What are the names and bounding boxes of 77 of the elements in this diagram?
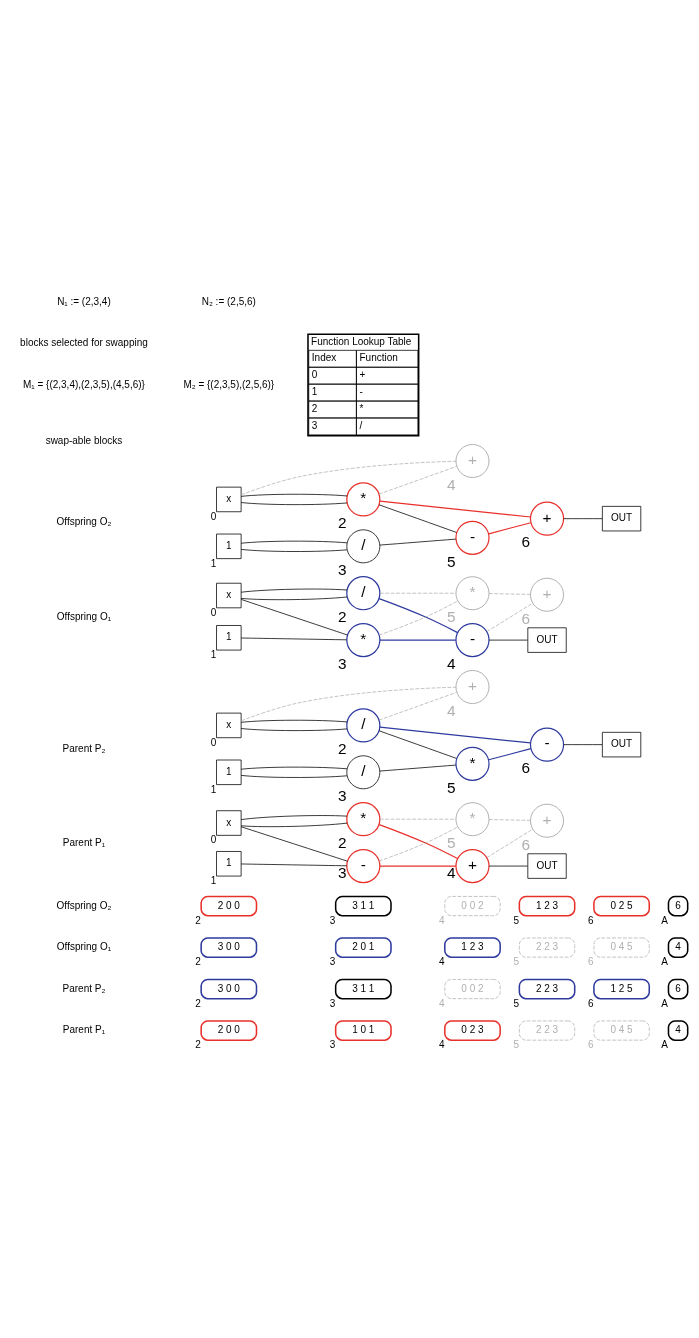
node-label: 6 bbox=[588, 1038, 594, 1050]
label: Offspring O₁ bbox=[56, 610, 112, 622]
node-label: 0 bbox=[210, 736, 217, 748]
node-label: 6 bbox=[521, 835, 531, 853]
label: M₂ = {(2,3,5),(2,5,6)} bbox=[183, 378, 275, 390]
node-label: 2 bbox=[337, 513, 347, 531]
node-label: 0 bbox=[210, 833, 217, 845]
node-label: 5 bbox=[513, 914, 520, 926]
node-label: 6 bbox=[588, 914, 594, 926]
node-label: 2 bbox=[337, 739, 347, 757]
node-label: 0 bbox=[210, 606, 217, 618]
node-label: 2 bbox=[195, 914, 201, 926]
node-label: 3 bbox=[337, 863, 347, 881]
node-label: 4 bbox=[447, 475, 456, 493]
node-label: 0 bbox=[210, 510, 217, 522]
node-label: 6 bbox=[588, 955, 594, 967]
node-label: 1 bbox=[210, 783, 217, 795]
node-label: 4 bbox=[447, 701, 456, 719]
label: / bbox=[359, 419, 363, 431]
node-label: 4 bbox=[447, 863, 456, 881]
label: swap-able blocks bbox=[45, 434, 123, 446]
label: Offspring O₂ bbox=[56, 899, 112, 911]
node-label: 1 bbox=[210, 557, 217, 569]
label: * bbox=[359, 402, 364, 414]
label: Index bbox=[311, 351, 337, 363]
label: 0 bbox=[311, 368, 318, 380]
label: M₁ = {(2,3,4),(2,3,5),(4,5,6)} bbox=[23, 378, 145, 390]
node-label: 6 bbox=[521, 532, 531, 550]
node-label: 6 bbox=[588, 997, 594, 1009]
node-label: 5 bbox=[447, 778, 456, 796]
label: Parent P₂ bbox=[62, 742, 106, 754]
label: 1 bbox=[311, 385, 318, 397]
node-label: 2 bbox=[337, 607, 347, 625]
node-label: 1 bbox=[210, 648, 217, 660]
node-label: 4 bbox=[438, 955, 445, 967]
label: Parent P₁ bbox=[62, 836, 106, 848]
node-label: 3 bbox=[329, 914, 336, 926]
node-label: 5 bbox=[513, 997, 520, 1009]
node-label: 3 bbox=[329, 1038, 336, 1050]
node-label: 5 bbox=[447, 607, 456, 625]
node-label: 2 bbox=[195, 997, 201, 1009]
label: Parent P₁ bbox=[62, 1023, 106, 1035]
label: 2 bbox=[311, 402, 318, 414]
node-label: 3 bbox=[337, 560, 347, 578]
node-label: A bbox=[661, 914, 668, 926]
node-label: 3 bbox=[329, 997, 336, 1009]
node-label: A bbox=[661, 955, 668, 967]
node-label: 4 bbox=[447, 654, 456, 672]
node-label: 5 bbox=[513, 955, 520, 967]
label: Function bbox=[359, 351, 398, 363]
node-label: 3 bbox=[337, 654, 347, 672]
node-label: A bbox=[661, 997, 668, 1009]
label: Function Lookup Table bbox=[311, 335, 412, 347]
node-label: 4 bbox=[438, 1038, 445, 1050]
node-label: 5 bbox=[447, 833, 456, 851]
node-label: 6 bbox=[521, 758, 531, 776]
label: N₁ := (2,3,4) bbox=[57, 295, 111, 307]
label: Offspring O₁ bbox=[56, 940, 112, 952]
node-label: 1 bbox=[210, 874, 217, 886]
node-label: 6 bbox=[521, 609, 531, 627]
label: blocks selected for swapping bbox=[20, 336, 148, 348]
node-label: 5 bbox=[513, 1038, 520, 1050]
node-label: A bbox=[661, 1038, 668, 1050]
node-label: 2 bbox=[337, 833, 347, 851]
node-label: 3 bbox=[329, 955, 336, 967]
label: + bbox=[359, 368, 366, 380]
node-label: 4 bbox=[438, 914, 445, 926]
node-label: 5 bbox=[447, 552, 456, 570]
label: 3 bbox=[311, 419, 318, 431]
node-label: 3 bbox=[337, 786, 347, 804]
label: N₂ := (2,5,6) bbox=[201, 295, 256, 307]
label: Parent P₂ bbox=[62, 982, 106, 994]
node-label: 4 bbox=[438, 997, 445, 1009]
node-label: 2 bbox=[195, 1038, 201, 1050]
node-label: 2 bbox=[195, 955, 201, 967]
label: Offspring O₂ bbox=[56, 515, 112, 527]
label: - bbox=[359, 385, 363, 397]
